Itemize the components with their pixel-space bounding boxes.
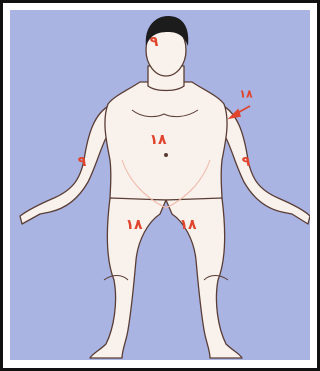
label-chest: ١٨ [149,133,166,147]
label-leg-left: ١٨ [179,218,196,232]
navel [165,154,168,157]
label-arm-left: ٩ [242,155,251,169]
body-illustration [10,10,310,360]
label-head: ٩ [150,35,159,49]
label-arm-right: ٩ [78,155,87,169]
label-back: ١٨ [239,89,252,100]
label-leg-right: ١٨ [125,218,142,232]
figure-panel: ٩ ١٨ ١٨ ٩ ٩ ١٨ ١٨ [10,10,310,360]
